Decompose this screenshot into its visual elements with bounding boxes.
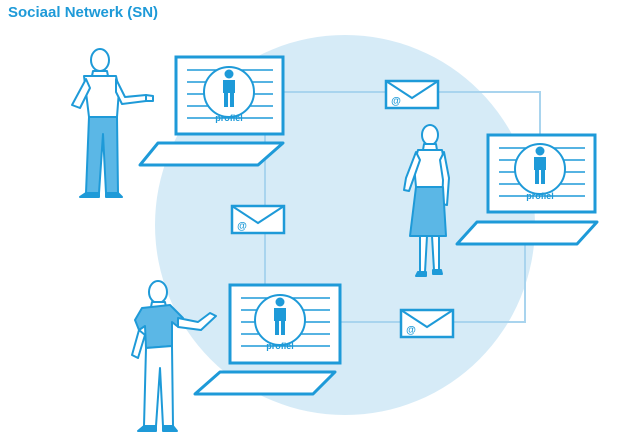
profile-label: profiel [526, 191, 554, 201]
envelope-top: @ [384, 79, 440, 110]
profile-person-icon [223, 69, 235, 107]
profile-label: profiel [215, 113, 243, 123]
email-at-symbol: @ [237, 221, 247, 232]
envelope-bottom: @ [399, 308, 455, 339]
profile-label: profiel [266, 341, 294, 351]
envelope-left: @ [230, 204, 286, 235]
man-top-left [71, 48, 154, 198]
woman-right [403, 124, 450, 277]
man-bottom-left [131, 280, 217, 432]
email-at-symbol: @ [406, 325, 416, 336]
profile-person-icon [274, 297, 286, 335]
laptop-top-left: profiel [138, 55, 285, 167]
diagram-title: Sociaal Netwerk (SN) [8, 4, 159, 21]
laptop-right: profiel [455, 133, 599, 246]
laptop-bottom: profiel [193, 283, 342, 396]
email-at-symbol: @ [391, 96, 401, 107]
profile-person-icon [534, 146, 546, 184]
